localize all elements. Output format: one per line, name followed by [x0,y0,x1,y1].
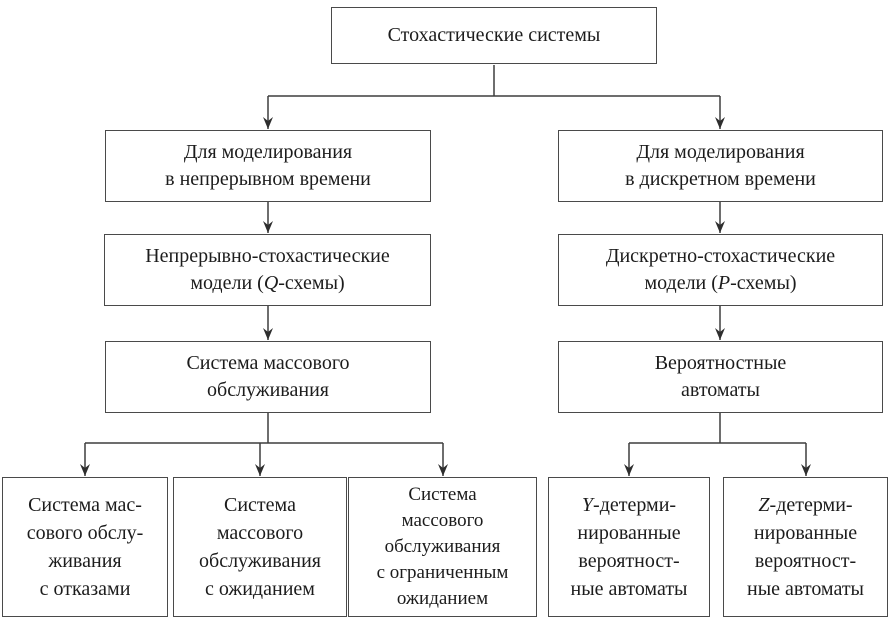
node-continuous-time-modeling: Для моделирования в непрерывном времени [105,130,431,202]
node-label: Система массового обслуживания [186,352,350,401]
node-probabilistic-automata: Вероятностные автоматы [558,341,883,413]
node-label-rest-lines: нированные вероятност- ные автоматы [747,522,864,600]
label-rest: -детерми- [593,494,677,516]
node-discrete-stochastic-models: Дискретно-стохастические модели (P-схемы… [558,234,883,306]
node-label: Для моделирования в дискретном времени [625,141,816,190]
node-label: Для моделирования в непрерывном времени [165,141,371,190]
node-queueing-system: Система массового обслуживания [105,341,431,413]
node-y-deterministic-automata: Y-детерми- нированные вероятност- ные ав… [548,477,710,617]
node-label: Система мас- сового обслу- живания с отк… [26,494,144,600]
node-z-deterministic-automata: Z-детерми- нированные вероятност- ные ав… [723,477,888,617]
label-post: -схемы) [278,272,345,294]
label-italic-q: Q [263,272,279,294]
node-label: Вероятностные автоматы [654,352,787,401]
node-queueing-limited-waiting: Система массового обслуживания с огранич… [348,477,537,617]
label-post: -схемы) [730,272,797,294]
label-rest: -детерми- [769,494,853,516]
label-pre: модели ( [190,272,264,294]
node-label-line1: Дискретно-стохастические [605,245,836,267]
label-pre: модели ( [644,272,718,294]
label-italic-z: Z [758,494,770,516]
node-continuous-stochastic-models: Непрерывно-стохастические модели (Q-схем… [104,234,431,306]
label-italic-p: P [717,272,731,294]
node-discrete-time-modeling: Для моделирования в дискретном времени [558,130,883,202]
node-queueing-with-refusals: Система мас- сового обслу- живания с отк… [2,477,168,617]
label-italic-y: Y [581,494,594,516]
node-label-line2: модели (Q-схемы) [190,270,344,297]
node-label-line1: Непрерывно-стохастические [145,245,390,267]
node-label: Стохастические системы [387,24,601,46]
node-label-rest-lines: нированные вероятност- ные автоматы [570,522,688,600]
node-label-line2: модели (P-схемы) [644,270,796,297]
node-label-line1: Z-детерми- [758,491,852,519]
node-queueing-with-waiting: Система массового обслуживания с ожидани… [173,477,347,617]
node-label: Система массового обслуживания с ожидани… [199,494,321,600]
node-stochastic-systems: Стохастические системы [331,7,657,64]
node-label: Система массового обслуживания с огранич… [376,484,509,609]
node-label-line1: Y-детерми- [582,491,676,519]
